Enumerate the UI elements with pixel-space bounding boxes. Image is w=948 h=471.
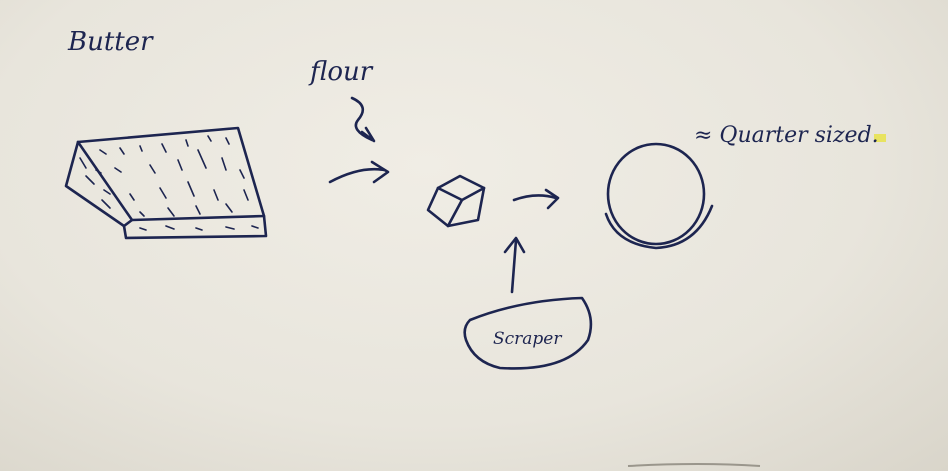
flour-arrow	[350, 96, 376, 143]
arrow-to-cube	[328, 160, 390, 184]
paper-edge-line	[627, 463, 761, 467]
arrow-to-circle	[512, 188, 560, 210]
dough-circle-drawing	[604, 142, 714, 250]
flour-label: flour	[308, 57, 374, 87]
butter-cube-drawing	[426, 174, 486, 228]
butter-label: Butter	[67, 27, 154, 57]
highlight-mark	[874, 134, 886, 142]
scraper-label: Scraper	[493, 329, 562, 349]
scraper-drawing	[463, 296, 593, 370]
scraper-arrow	[503, 236, 526, 294]
size-note: ≈ Quarter sized.	[694, 123, 879, 148]
butter-block-drawing	[64, 126, 268, 240]
